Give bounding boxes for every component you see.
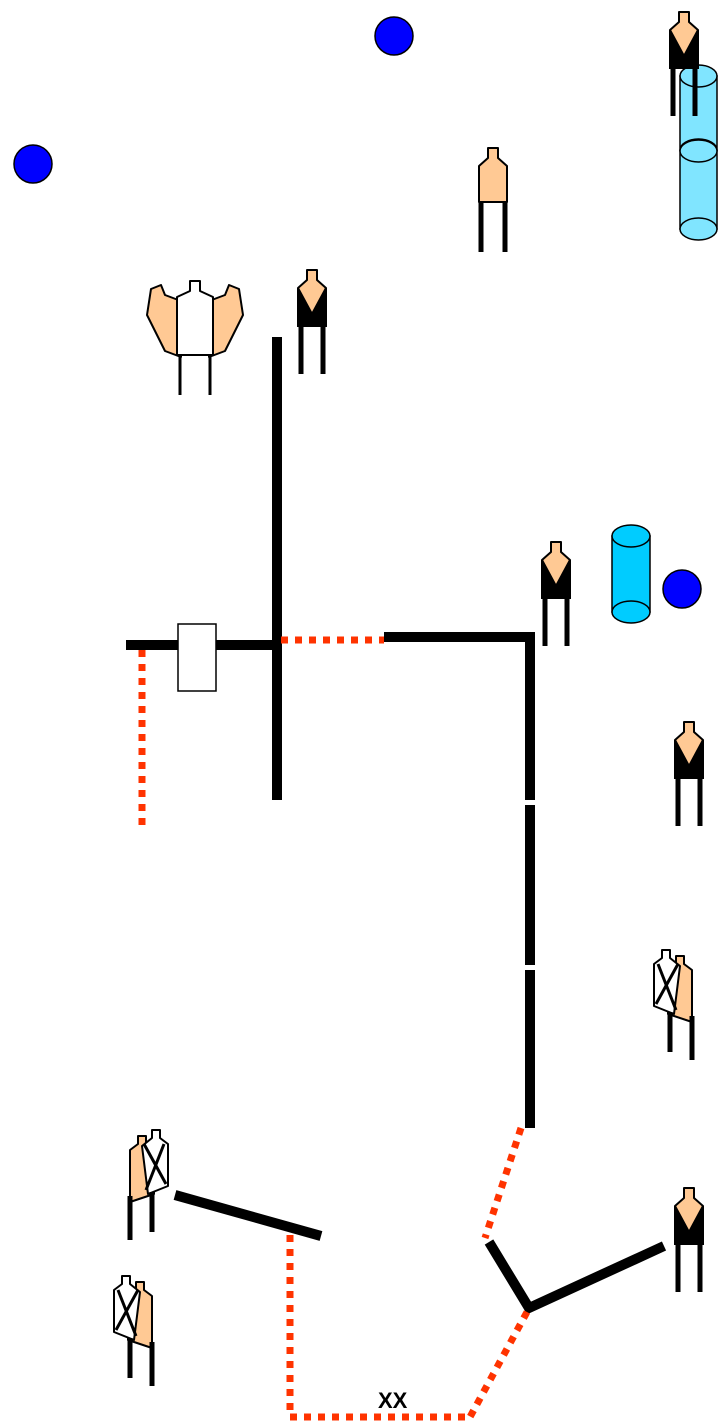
cylinder-icon <box>679 139 718 241</box>
person-figure-icon <box>542 542 570 646</box>
person-pair-icon <box>114 1276 152 1386</box>
dotted-line <box>466 1310 531 1419</box>
person-pair-icon <box>654 950 692 1060</box>
cylinder-icon <box>611 524 651 624</box>
person-figure-icon <box>675 1188 703 1292</box>
dotted-line <box>481 1126 525 1240</box>
blue-dot <box>374 16 414 56</box>
blue-dot <box>13 144 53 184</box>
solid-line <box>484 1239 667 1315</box>
solid-line <box>173 1190 323 1241</box>
person-figure-icon <box>675 722 703 826</box>
person-pair-icon <box>130 1130 168 1240</box>
rectangle-box <box>177 623 217 692</box>
dotted-line <box>286 1235 470 1421</box>
person-figure-icon <box>298 270 326 374</box>
blue-dot <box>662 569 702 609</box>
person-figure-icon <box>479 148 507 252</box>
person-group-icon <box>146 280 244 395</box>
solid-line <box>384 632 535 800</box>
xx-label: XX <box>378 1388 408 1413</box>
